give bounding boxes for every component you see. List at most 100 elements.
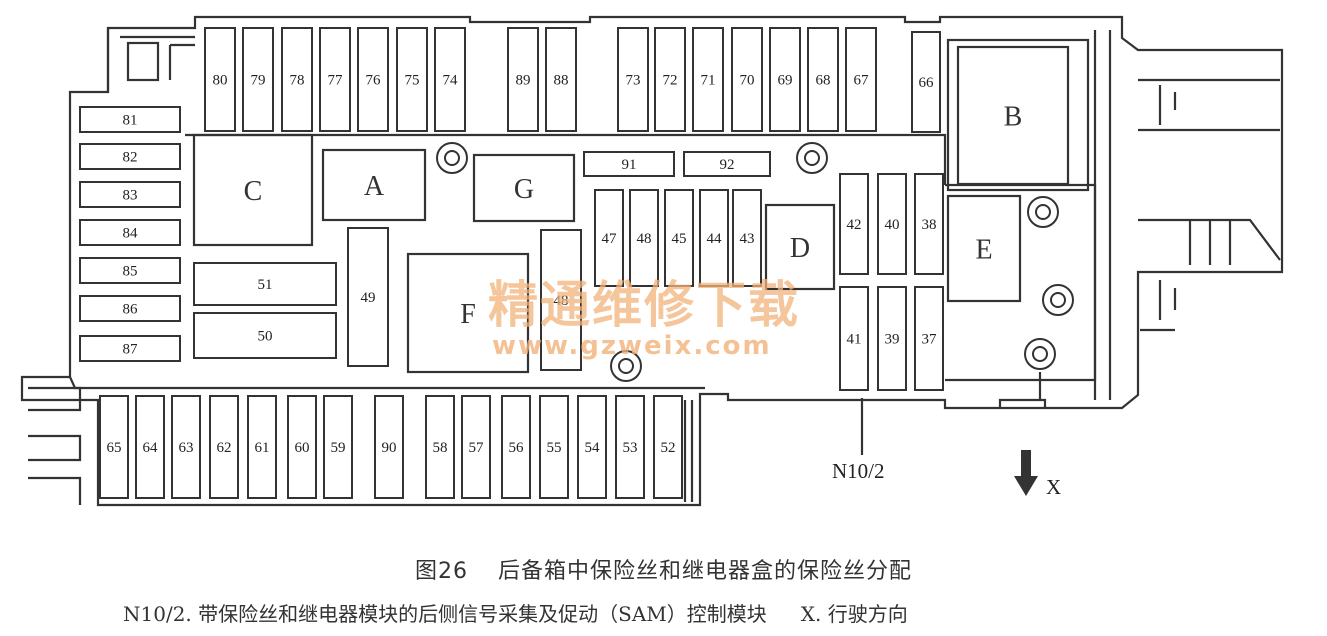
- fuse-slot-49: [347, 227, 389, 367]
- fuse-slot-76: [357, 27, 389, 132]
- fuse-slot-62: [209, 395, 239, 499]
- fuse-label: 45: [672, 231, 687, 247]
- fuse-slot-75: [396, 27, 428, 132]
- relay-g: [472, 153, 576, 223]
- mounting-stud: [436, 142, 468, 174]
- fuse-slot-91: [583, 151, 675, 177]
- fuse-label: 92: [720, 157, 735, 173]
- fuse-label: 77: [328, 73, 344, 89]
- fuse-slot-57: [461, 395, 491, 499]
- fuse-label: 48: [637, 231, 652, 247]
- fuse-slot-88: [545, 27, 577, 132]
- fuse-label: 62: [217, 440, 232, 456]
- lower-tray-line: [68, 376, 705, 390]
- fuse-slot-89: [507, 27, 539, 132]
- fuse-slot-85: [79, 257, 181, 284]
- bottom-tab: [998, 398, 1047, 408]
- fuse-label: 69: [778, 73, 793, 89]
- relay-label: D: [790, 233, 810, 264]
- direction-label: X: [1046, 475, 1061, 499]
- mounting-stud: [1024, 338, 1056, 370]
- fuse-slot-58: [425, 395, 455, 499]
- fuse-slot-67: [845, 27, 877, 132]
- mounting-stud: [804, 150, 820, 166]
- fuse-slot-86: [79, 295, 181, 322]
- relay-label: B: [1004, 102, 1023, 133]
- fuse-label: 75: [405, 73, 420, 89]
- mounting-stud: [1032, 346, 1048, 362]
- fuse-label: 48: [554, 293, 569, 309]
- fuse-label: 78: [290, 73, 305, 89]
- fuse-label: 65: [107, 440, 122, 456]
- upper-left-notch: [106, 28, 195, 92]
- fuse-slot-55: [539, 395, 569, 499]
- fuse-slot-78: [281, 27, 313, 132]
- fuse-label: 86: [123, 302, 139, 318]
- fuse-label: 56: [509, 440, 525, 456]
- fuse-slot-64: [135, 395, 165, 499]
- fuse-slot-66: [911, 31, 941, 133]
- fuse-label: 53: [623, 440, 638, 456]
- fuse-slot-63: [171, 395, 201, 499]
- fuse-slot-39: [877, 286, 907, 391]
- fuse-slot-60: [287, 395, 317, 499]
- relay-b-frame: [946, 38, 1090, 192]
- fuse-slot-43: [732, 189, 762, 287]
- fuse-slot-44: [699, 189, 729, 287]
- fuse-label: 90: [382, 440, 397, 456]
- fuse-label: 41: [847, 332, 862, 348]
- fuse-label: 74: [443, 73, 459, 89]
- fuse-label: 40: [885, 217, 900, 233]
- legend-item-module: N10/2. 带保险丝和继电器模块的后侧信号采集及促动（SAM）控制模块: [123, 602, 767, 626]
- mounting-stud: [444, 150, 460, 166]
- fuse-slot-90: [374, 395, 404, 499]
- fuse-label: 73: [626, 73, 641, 89]
- relay-label: G: [514, 174, 534, 205]
- fuse-label: 43: [740, 231, 755, 247]
- right-connector-lower: [1138, 218, 1281, 332]
- mounting-stud: [610, 350, 642, 382]
- fuse-slot-40: [877, 173, 907, 275]
- fuse-label: 81: [123, 113, 138, 129]
- fuse-label: 84: [123, 226, 139, 242]
- relay-b: [956, 45, 1070, 186]
- fuse-slot-82: [79, 143, 181, 170]
- fuse-label: 51: [258, 277, 273, 293]
- relay-c: [192, 133, 314, 247]
- fuse-slot-41: [839, 286, 869, 391]
- fuse-slot-73: [617, 27, 649, 132]
- fuse-label: 80: [213, 73, 228, 89]
- figure-number: 图26: [414, 559, 468, 584]
- fuse-label: 79: [251, 73, 266, 89]
- mounting-stud: [618, 358, 634, 374]
- fuse-slot-70: [731, 27, 763, 132]
- fuse-slot-87: [79, 335, 181, 362]
- fuse-slot-51: [193, 262, 337, 306]
- fuse-slot-65: [99, 395, 129, 499]
- fuse-slot-81: [79, 106, 181, 133]
- relay-e: [946, 194, 1022, 303]
- right-divider: [1093, 30, 1112, 400]
- relay-label: E: [975, 235, 992, 266]
- fuse-label: 37: [922, 332, 938, 348]
- fuse-label: 39: [885, 332, 900, 348]
- relay-label: F: [460, 299, 476, 330]
- fuse-label: 44: [707, 231, 723, 247]
- fuse-label: 50: [258, 329, 273, 345]
- fuse-slot-48: [540, 229, 582, 371]
- right-ribs: [1188, 220, 1232, 265]
- fuse-label: 83: [123, 188, 138, 204]
- relay-label: C: [244, 176, 263, 207]
- relay-a: [321, 148, 427, 222]
- mounting-stud: [1050, 292, 1066, 308]
- fuse-label: 52: [661, 440, 676, 456]
- fuse-label: 55: [547, 440, 562, 456]
- direction-arrow-icon: [1014, 450, 1038, 496]
- fuse-label: 38: [922, 217, 937, 233]
- fuse-label: 61: [255, 440, 270, 456]
- fuse-slot-61: [247, 395, 277, 499]
- fuse-slot-42: [839, 173, 869, 275]
